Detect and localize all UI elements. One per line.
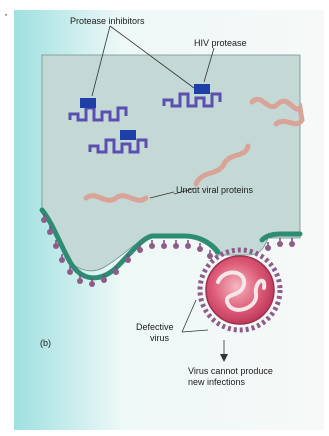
- label-protease-inhibitors: Protease inhibitors: [70, 16, 145, 26]
- label-outcome-1: Virus cannot produce: [188, 366, 273, 376]
- protease-enzyme-2: [194, 84, 210, 94]
- label-defective-virus-1: Defective: [136, 322, 174, 332]
- protease-enzyme-3: [120, 130, 136, 140]
- label-defective-virus-2: virus: [150, 333, 169, 343]
- label-panel-b: (b): [40, 338, 51, 348]
- bullet: ·: [4, 8, 8, 20]
- label-outcome-2: new infections: [188, 377, 245, 387]
- label-hiv-protease: HIV protease: [194, 38, 247, 48]
- protease-enzyme-1: [80, 98, 96, 108]
- label-uncut-viral-proteins: Uncut viral proteins: [176, 185, 253, 195]
